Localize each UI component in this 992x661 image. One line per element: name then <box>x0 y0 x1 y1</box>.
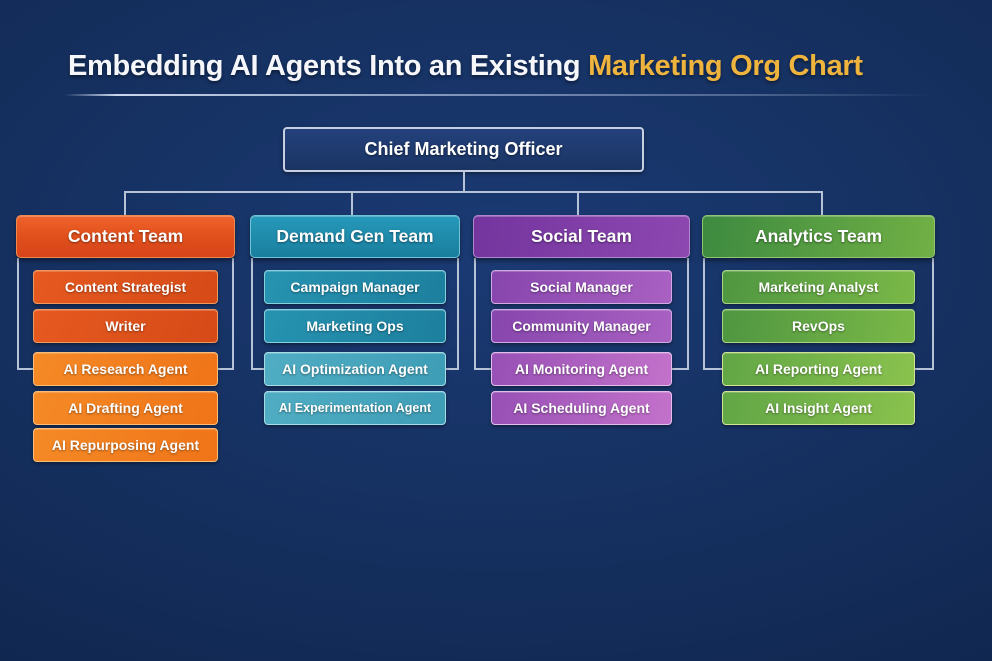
role-box-ai-reporting-agent: AI Reporting Agent <box>722 352 915 386</box>
connector-bracket-left <box>251 258 265 370</box>
role-box-writer: Writer <box>33 309 218 343</box>
connector-bracket-right <box>671 258 689 370</box>
role-box-content-strategist: Content Strategist <box>33 270 218 304</box>
team-column-social: Social Team Social Manager Community Man… <box>473 215 690 465</box>
page-title: Embedding AI Agents Into an Existing Mar… <box>68 50 863 83</box>
connector-drop-analytics <box>821 191 823 216</box>
team-header-analytics: Analytics Team <box>702 215 935 258</box>
connector-bracket-right <box>445 258 459 370</box>
role-box-ai-research-agent: AI Research Agent <box>33 352 218 386</box>
role-box-marketing-ops: Marketing Ops <box>264 309 446 343</box>
connector-bracket-right <box>914 258 934 370</box>
role-box-marketing-analyst: Marketing Analyst <box>722 270 915 304</box>
cmo-box: Chief Marketing Officer <box>283 127 644 172</box>
connector-bracket-left <box>703 258 723 370</box>
team-column-content: Content Team Content Strategist Writer A… <box>16 215 235 465</box>
connector-drop-social <box>577 191 579 216</box>
role-box-ai-repurposing-agent: AI Repurposing Agent <box>33 428 218 462</box>
page-title-prefix: Embedding AI Agents Into an Existing <box>68 50 589 82</box>
team-header-content: Content Team <box>16 215 235 258</box>
connector-bracket-left <box>474 258 492 370</box>
connector-drop-demand <box>351 191 353 216</box>
team-header-demand-gen: Demand Gen Team <box>250 215 460 258</box>
title-underline <box>64 94 932 96</box>
role-box-ai-experimentation-agent: AI Experimentation Agent <box>264 391 446 425</box>
connector-cmo-stem <box>463 170 465 192</box>
role-box-ai-optimization-agent: AI Optimization Agent <box>264 352 446 386</box>
connector-drop-content <box>124 191 126 216</box>
connector-horizontal <box>124 191 823 193</box>
team-column-demand-gen: Demand Gen Team Campaign Manager Marketi… <box>250 215 460 465</box>
connector-bracket-right <box>217 258 234 370</box>
role-box-ai-monitoring-agent: AI Monitoring Agent <box>491 352 672 386</box>
team-column-analytics: Analytics Team Marketing Analyst RevOps … <box>702 215 935 465</box>
connector-bracket-left <box>17 258 34 370</box>
role-box-ai-insight-agent: AI Insight Agent <box>722 391 915 425</box>
team-header-social: Social Team <box>473 215 690 258</box>
role-box-campaign-manager: Campaign Manager <box>264 270 446 304</box>
role-box-ai-drafting-agent: AI Drafting Agent <box>33 391 218 425</box>
role-box-community-manager: Community Manager <box>491 309 672 343</box>
role-box-social-manager: Social Manager <box>491 270 672 304</box>
role-box-ai-scheduling-agent: AI Scheduling Agent <box>491 391 672 425</box>
page-title-highlight: Marketing Org Chart <box>588 50 863 82</box>
role-box-revops: RevOps <box>722 309 915 343</box>
